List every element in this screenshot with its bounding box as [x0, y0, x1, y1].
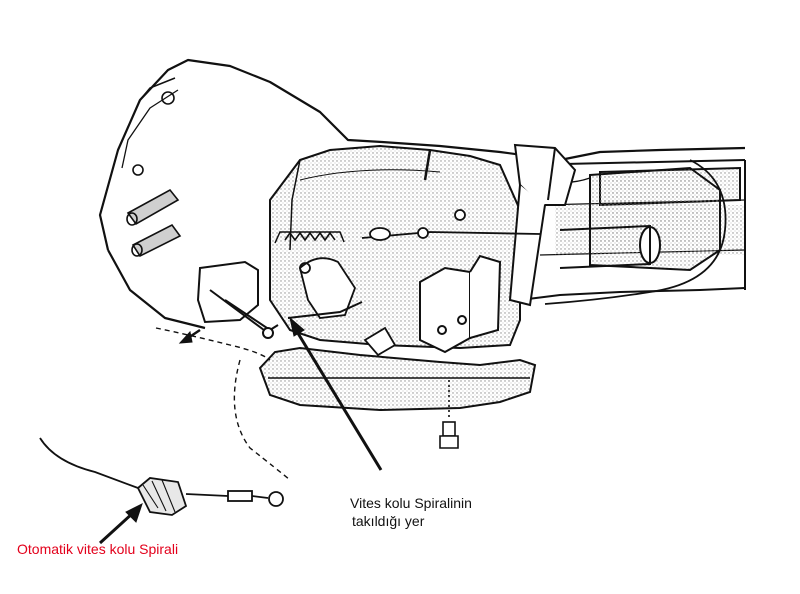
crossmember-clamp [508, 143, 577, 307]
shift-linkage [274, 209, 541, 357]
mount-location-label-line1: Vites kolu Spiralinin [350, 495, 472, 511]
pan-bolt [439, 380, 459, 449]
pointer-arrows [98, 316, 383, 545]
bell-housing [98, 58, 746, 330]
right-bracket [419, 254, 502, 354]
oil-pan [258, 346, 537, 412]
mount-bracket [196, 260, 279, 339]
housing-bolts [126, 91, 182, 258]
cable-label: Otomatik vites kolu Spirali [17, 541, 179, 557]
shift-cable [39, 159, 727, 516]
mount-location-label-line2: takıldığı yer [352, 513, 425, 529]
